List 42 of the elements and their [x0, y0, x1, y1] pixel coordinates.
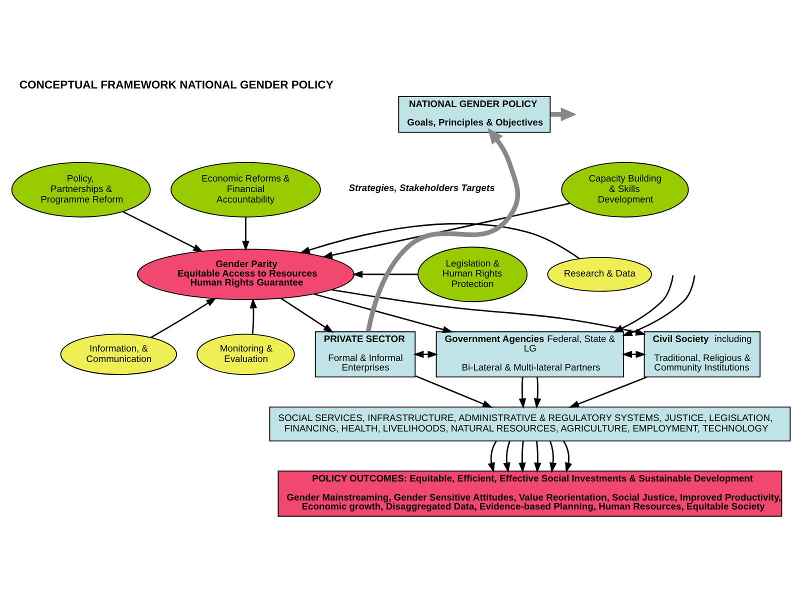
arrow [415, 375, 493, 408]
diagram-title: CONCEPTUAL FRAMEWORK NATIONAL GENDER POLICY [19, 80, 334, 92]
arrow [549, 440, 557, 473]
node-box: Government Agencies Federal, State & LG Bi-Lateral & Multi-lateral Partners [436, 331, 624, 378]
arrow [314, 293, 454, 334]
arrow [250, 298, 258, 335]
node-ellipse: Information, & Communication [60, 334, 178, 375]
node-box: PRIVATE SECTOR Formal & Informal Enterprises [314, 331, 416, 378]
arrow [122, 210, 204, 252]
arrow [332, 289, 646, 336]
arrow [488, 440, 497, 473]
node-ellipse: Legislation & Human Rights Protection [418, 246, 528, 302]
label: Strategies, Stakeholders Targets [348, 182, 495, 194]
arrow [413, 350, 438, 358]
arrow [280, 298, 334, 333]
node-ellipse: Capacity Building & Skills Development [561, 162, 689, 218]
node-ellipse: Monitoring & Evaluation [196, 334, 295, 375]
arrow [550, 108, 577, 122]
arrow [568, 376, 648, 408]
arrow [622, 350, 646, 358]
arrow [518, 440, 526, 473]
arrow [242, 217, 250, 252]
arrow [322, 202, 570, 259]
arrow [612, 275, 674, 336]
node-box: Civil Society including Traditional, Religious & Community Institutions [644, 331, 761, 378]
node-ellipse: Economic Reforms & Financial Accountability [170, 162, 321, 218]
node-box: POLICY OUTCOMES: Equitable, Efficient, Effective Social Investments & Sustainable Development Gender Mainstreaming, Gender Sensitive Attitudes, Value Reorientation, Social Justice, Improved Productivity, Economic growth, Disaggregated Data, Evidence-based Planning, Human Resources, Equitable Society [278, 470, 782, 517]
node-ellipse: Research & Data [547, 256, 652, 292]
arrow [150, 298, 217, 338]
node-ellipse: Gender Parity Equitable Access to Resources Human Rights Guarantee [137, 248, 354, 300]
arrow [534, 377, 542, 409]
node-box: NATIONAL GENDER POLICY Goals, Principles & Objectives [398, 96, 551, 133]
node-ellipse: Policy, Partnerships & Programme Reform [11, 162, 151, 218]
arrow [299, 223, 580, 260]
arrow [622, 275, 696, 336]
node-box: SOCIAL SERVICES, INFRASTRUCTURE, ADMINISTRATIVE & REGULATORY SYSTEMS, JUSTICE, LEGISLATION, FINANCING, HEALTH, LIVELIHOODS, NATURAL RESOURCES, AGRICULTURE, EMPLOYMENT, TECHNOLOGY [269, 406, 791, 442]
arrow [534, 440, 542, 473]
arrow [352, 270, 418, 278]
arrow [518, 377, 526, 409]
arrow [562, 440, 572, 473]
arrow [503, 440, 510, 473]
arrow [366, 128, 520, 332]
